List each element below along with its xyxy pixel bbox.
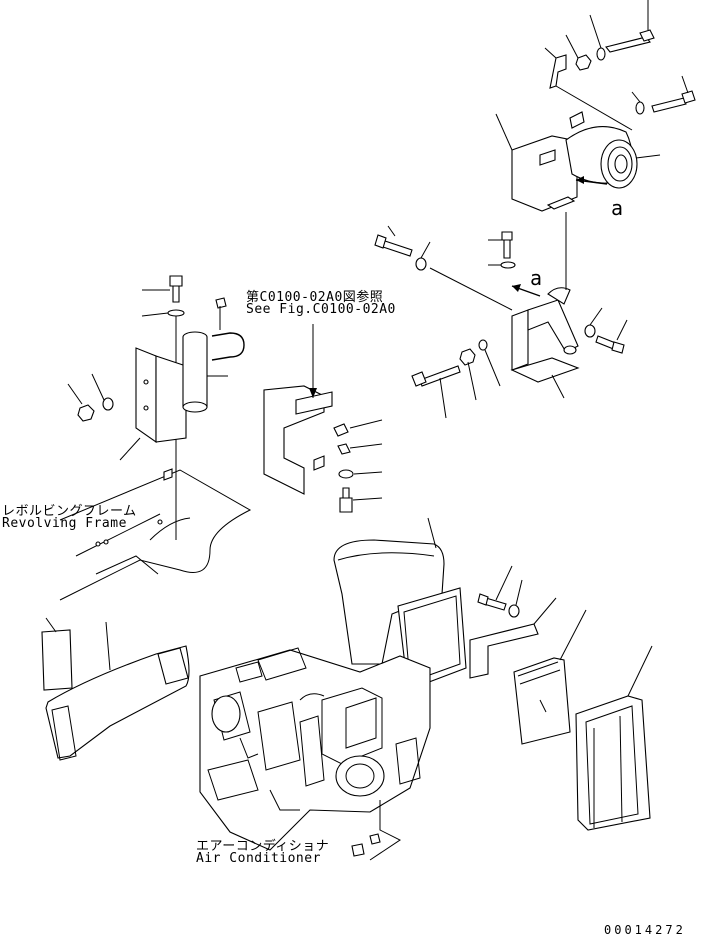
view-a-arrow-mid bbox=[511, 284, 541, 297]
revolving-frame-icon bbox=[59, 468, 252, 601]
top-washer-icon bbox=[589, 14, 606, 61]
leader-line bbox=[555, 85, 633, 131]
view-a-label-mid: a bbox=[530, 266, 543, 290]
top-nut-icon bbox=[565, 34, 592, 71]
compressor-bracket-icon bbox=[495, 113, 578, 212]
air-conditioner-en: Air Conditioner bbox=[196, 851, 321, 866]
receiver-drier-icon bbox=[182, 331, 228, 413]
revolving-frame-en: Revolving Frame bbox=[2, 516, 127, 531]
blower-duct-icon bbox=[41, 617, 190, 761]
center-small-parts-icon bbox=[333, 419, 383, 513]
air-conditioner-unit-icon bbox=[199, 647, 431, 861]
center-bracket-icon bbox=[263, 324, 333, 495]
reference-en: See Fig.C0100-02A0 bbox=[246, 302, 396, 317]
long-bolt-icon bbox=[411, 339, 501, 419]
drier-washer-nut-icon bbox=[67, 373, 114, 422]
filter-icon bbox=[513, 609, 587, 745]
mid-bolt-icon bbox=[631, 75, 696, 115]
view-a-arrow-top bbox=[575, 176, 608, 185]
bolt-left-icon bbox=[374, 225, 413, 257]
top-bolt-icon bbox=[605, 0, 655, 53]
revolving-frame-jp: レボルビングフレーム bbox=[2, 504, 137, 519]
drawing-number: 00014272 bbox=[604, 923, 686, 937]
u-bolt-icon bbox=[211, 297, 245, 361]
right-washer-bolt-icon bbox=[584, 307, 628, 354]
view-a-label-top: a bbox=[611, 196, 624, 220]
compressor-icon bbox=[565, 111, 661, 189]
reference-jp: 第C0100-02A0図参照 bbox=[246, 290, 384, 305]
washer-left-icon bbox=[415, 241, 431, 271]
bolt-vertical-icon bbox=[488, 231, 516, 269]
leader-line bbox=[429, 267, 513, 311]
small-bracket-icon bbox=[544, 47, 567, 89]
duct-bolt-washer-icon bbox=[477, 565, 523, 618]
bracket-plate-icon bbox=[119, 347, 187, 461]
filter-cover-icon bbox=[575, 645, 653, 831]
seal-bracket-icon bbox=[469, 597, 557, 679]
mount-bracket-icon bbox=[510, 212, 580, 399]
air-conditioner-jp: エアーコンディショナ bbox=[196, 839, 330, 854]
